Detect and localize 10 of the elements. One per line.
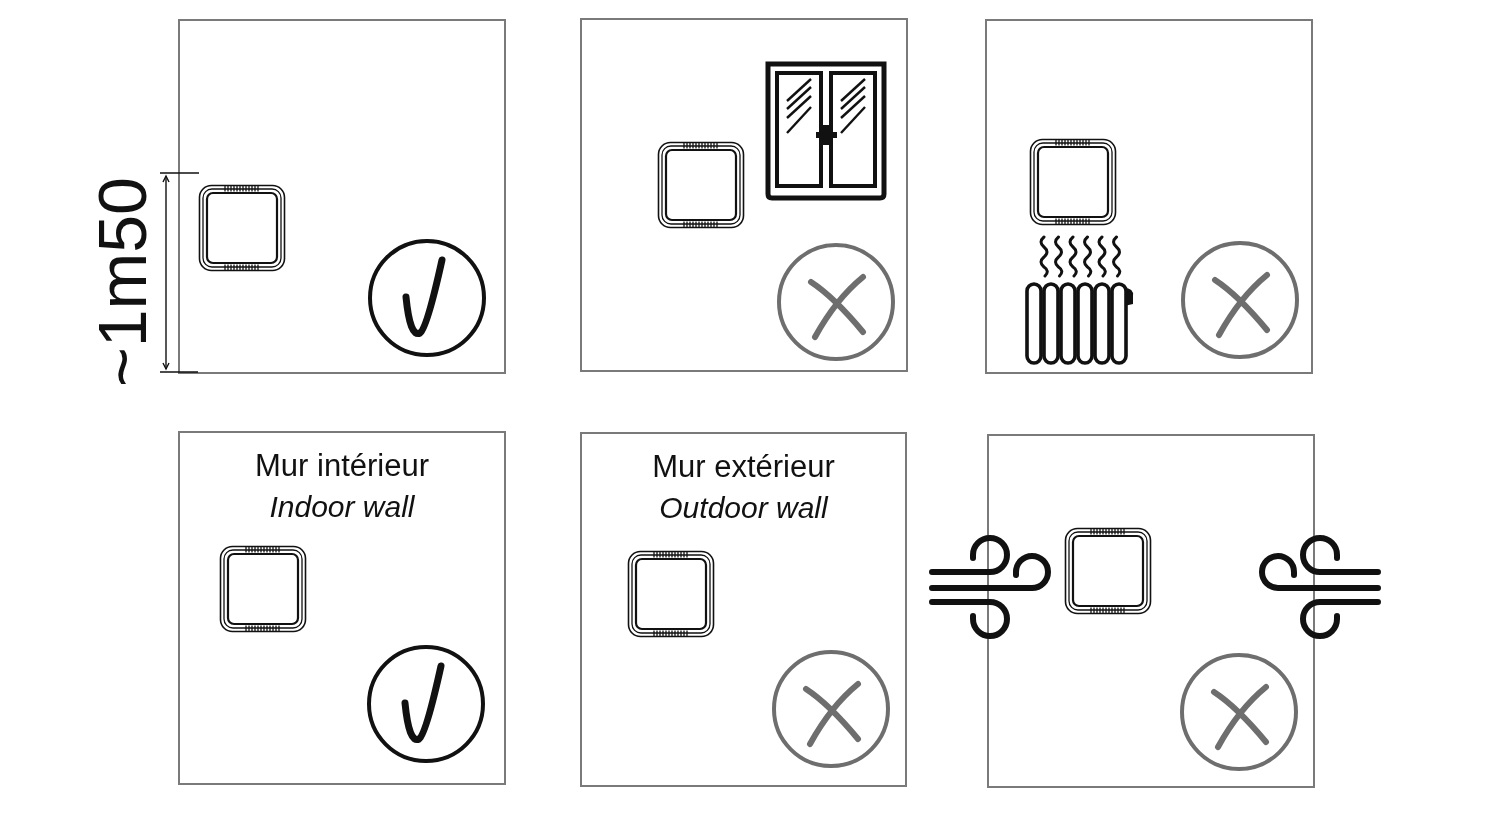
wall-panel (178, 431, 506, 785)
wall-panel (580, 432, 907, 787)
wall-type-label: Mur intérieur (255, 447, 429, 485)
wall-panel (178, 19, 506, 374)
dimension-label: ~1m50 (88, 177, 156, 387)
wall-type-translation: Indoor wall (269, 489, 415, 525)
wall-panel (985, 19, 1313, 374)
wall-type-translation: Outdoor wall (659, 490, 828, 526)
wall-panel (580, 18, 908, 372)
wall-type-label: Mur extérieur (652, 448, 835, 486)
